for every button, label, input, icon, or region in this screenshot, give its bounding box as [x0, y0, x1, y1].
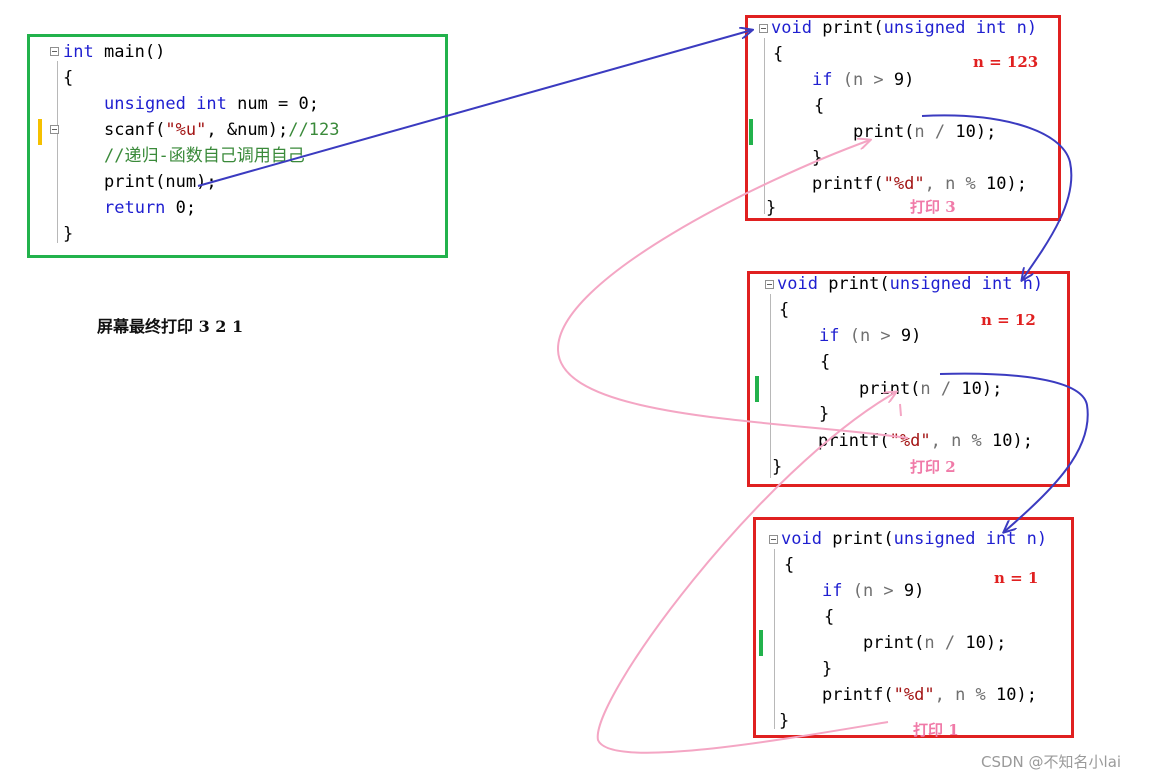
code-line-signature: void print(unsigned int n): [777, 274, 1044, 294]
print-output-label: 打印 3: [910, 198, 956, 216]
code-line-inner-open: {: [820, 352, 831, 372]
code-line-close-brace: }: [63, 224, 74, 244]
code-line-inner-close: }: [812, 148, 823, 168]
code-line-printf: printf("%d", n % 10);: [818, 431, 1033, 451]
fold-toggle-icon[interactable]: [759, 24, 768, 33]
code-line-print-call: print(num);: [104, 172, 217, 192]
watermark: CSDN @不知名小lai: [981, 753, 1122, 771]
print-frame-1: void print(unsigned int n) { if (n > 9) …: [745, 15, 1061, 221]
code-line-signature: void print(unsigned int n): [771, 18, 1038, 38]
code-line-open-brace: {: [779, 300, 790, 320]
print-output-label: 打印 2: [910, 458, 956, 476]
code-line-inner-close: }: [822, 659, 833, 679]
fold-toggle-icon[interactable]: [50, 125, 59, 134]
code-line-open-brace: {: [63, 68, 74, 88]
code-line-if: if (n > 9): [822, 581, 925, 601]
code-line-inner-close: }: [819, 404, 830, 424]
breakpoint-marker: [749, 119, 753, 145]
final-output-note: 屏幕最终打印 3 2 1: [97, 317, 244, 336]
code-line-inner-open: {: [824, 607, 835, 627]
code-line-if: if (n > 9): [812, 70, 915, 90]
fold-toggle-icon[interactable]: [765, 280, 774, 289]
print-output-label: 打印 1: [913, 721, 959, 739]
code-line-open-brace: {: [773, 44, 784, 64]
code-line-if: if (n > 9): [819, 326, 922, 346]
code-line-scanf: scanf("%u", &num);//123: [104, 120, 340, 140]
n-value-label: n = 1: [994, 569, 1039, 587]
code-line-recursive-call: print(n / 10);: [859, 379, 1003, 399]
n-value-label: n = 12: [981, 311, 1036, 329]
change-marker: [38, 119, 42, 145]
code-line-open-brace: {: [784, 555, 795, 575]
indent-guide: [57, 61, 58, 243]
code-line-recursive-call: print(n / 10);: [853, 122, 997, 142]
indent-guide: [764, 38, 765, 214]
code-line-declaration: unsigned int num = 0;: [104, 94, 319, 114]
fold-toggle-icon[interactable]: [50, 47, 59, 56]
print-frame-3: void print(unsigned int n) { if (n > 9) …: [753, 517, 1074, 739]
code-line-printf: printf("%d", n % 10);: [812, 174, 1027, 194]
code-line-main-signature: int main(): [63, 42, 166, 62]
code-line-signature: void print(unsigned int n): [781, 529, 1048, 549]
breakpoint-marker: [755, 376, 759, 402]
code-line-close-brace: }: [779, 711, 790, 731]
indent-guide: [770, 294, 771, 478]
code-line-close-brace: }: [766, 198, 777, 218]
indent-guide: [774, 549, 775, 729]
code-line-recursive-call: print(n / 10);: [863, 633, 1007, 653]
code-line-comment: //递归-函数自己调用自己: [104, 146, 305, 166]
code-line-printf: printf("%d", n % 10);: [822, 685, 1037, 705]
breakpoint-marker: [759, 630, 763, 656]
code-line-close-brace: }: [772, 457, 783, 477]
fold-toggle-icon[interactable]: [769, 535, 778, 544]
code-line-inner-open: {: [814, 96, 825, 116]
print-frame-2: void print(unsigned int n) { if (n > 9) …: [747, 271, 1070, 487]
n-value-label: n = 123: [973, 53, 1039, 71]
code-line-return: return 0;: [104, 198, 197, 218]
main-function-box: int main() { unsigned int num = 0; scanf…: [27, 34, 448, 258]
